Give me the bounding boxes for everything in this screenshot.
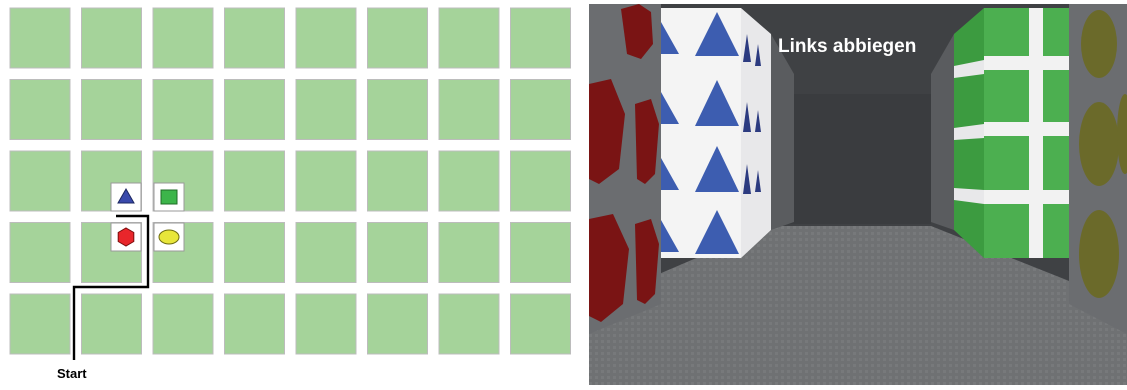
green-square-icon <box>161 190 177 204</box>
map-tile <box>153 8 213 68</box>
map-tile <box>439 223 499 283</box>
map-tile <box>225 8 285 68</box>
map-tile <box>439 8 499 68</box>
map-tile <box>511 8 571 68</box>
map-tile <box>439 151 499 211</box>
direction-instruction: Links abbiegen <box>778 36 916 58</box>
maze-map-canvas <box>0 0 585 385</box>
map-tile <box>225 223 285 283</box>
map-tile <box>10 294 70 354</box>
map-tile <box>296 8 356 68</box>
map-tile <box>296 294 356 354</box>
map-tile <box>10 151 70 211</box>
corridor-3d-view: Links abbiegen <box>589 4 1127 385</box>
map-tile <box>296 151 356 211</box>
map-tile <box>368 80 428 140</box>
map-tile <box>225 294 285 354</box>
red-hexagon-icon <box>118 228 134 246</box>
map-tile <box>82 8 142 68</box>
map-tile <box>511 223 571 283</box>
far-back-wall <box>771 94 931 224</box>
map-tile <box>368 294 428 354</box>
start-label: Start <box>57 366 87 381</box>
map-tile <box>153 294 213 354</box>
map-tile <box>511 151 571 211</box>
map-tile <box>10 8 70 68</box>
corridor-scene <box>589 4 1127 385</box>
map-tile <box>10 223 70 283</box>
map-tile <box>368 223 428 283</box>
map-tile <box>511 80 571 140</box>
map-tile <box>439 80 499 140</box>
map-tile <box>10 80 70 140</box>
map-tile <box>296 223 356 283</box>
map-tile <box>368 8 428 68</box>
map-tile <box>225 80 285 140</box>
map-tile <box>153 80 213 140</box>
map-tile <box>82 80 142 140</box>
map-tile <box>439 294 499 354</box>
map-tile <box>225 151 285 211</box>
map-tile <box>296 80 356 140</box>
maze-map: Start <box>0 0 585 385</box>
map-tile <box>82 294 142 354</box>
yellow-ellipse-icon <box>159 230 179 244</box>
map-tile <box>511 294 571 354</box>
map-tile <box>368 151 428 211</box>
